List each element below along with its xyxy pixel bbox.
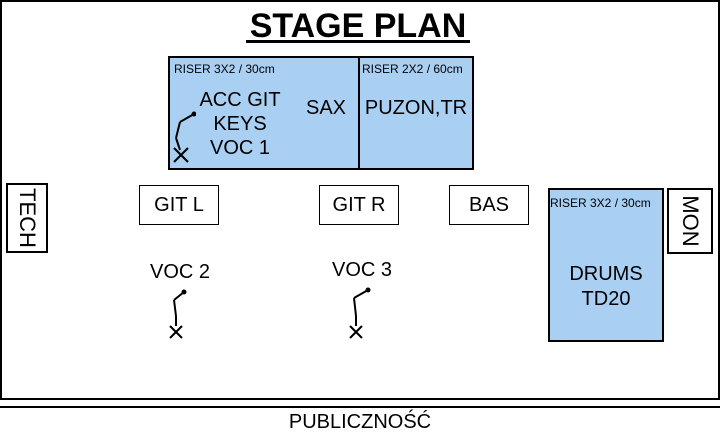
puzon-tr-label: PUZON,TR (364, 97, 468, 119)
riser-front-left-label: RISER 3X2 / 30cm (174, 62, 275, 76)
riser-drums-label: RISER 3X2 / 30cm (550, 196, 651, 210)
microphone-stand-icon (173, 111, 196, 163)
git-r-box: GIT R (319, 185, 399, 225)
tech-label: TECH (15, 188, 40, 248)
keys-label: KEYS (213, 113, 267, 135)
audience-label: PUBLICZNOŚĆ (288, 411, 432, 433)
page-title: STAGE PLAN (249, 7, 467, 45)
title-underline (246, 40, 470, 43)
microphone-stand-icon (169, 289, 187, 339)
riser-front-right (358, 56, 474, 170)
voc2-label: VOC 2 (149, 261, 211, 283)
sax-label: SAX (305, 97, 347, 119)
stage-frame (0, 0, 720, 400)
drums-label: DRUMS (569, 263, 643, 285)
tech-box: TECH (6, 183, 48, 253)
riser-front-left (168, 56, 360, 170)
bas-box: BAS (449, 185, 529, 225)
git-l-box: GIT L (139, 185, 219, 225)
microphone-stand-icon (349, 287, 371, 339)
riser-drums (548, 188, 664, 342)
acc-git-label: ACC GIT (199, 89, 281, 111)
mon-label: MON (678, 195, 703, 247)
td20-label: TD20 (581, 288, 631, 310)
voc3-label: VOC 3 (331, 259, 393, 281)
mon-box: MON (667, 188, 713, 254)
audience-line (0, 406, 720, 408)
riser-front-right-label: RISER 2X2 / 60cm (362, 62, 463, 76)
voc1-label: VOC 1 (209, 137, 271, 159)
